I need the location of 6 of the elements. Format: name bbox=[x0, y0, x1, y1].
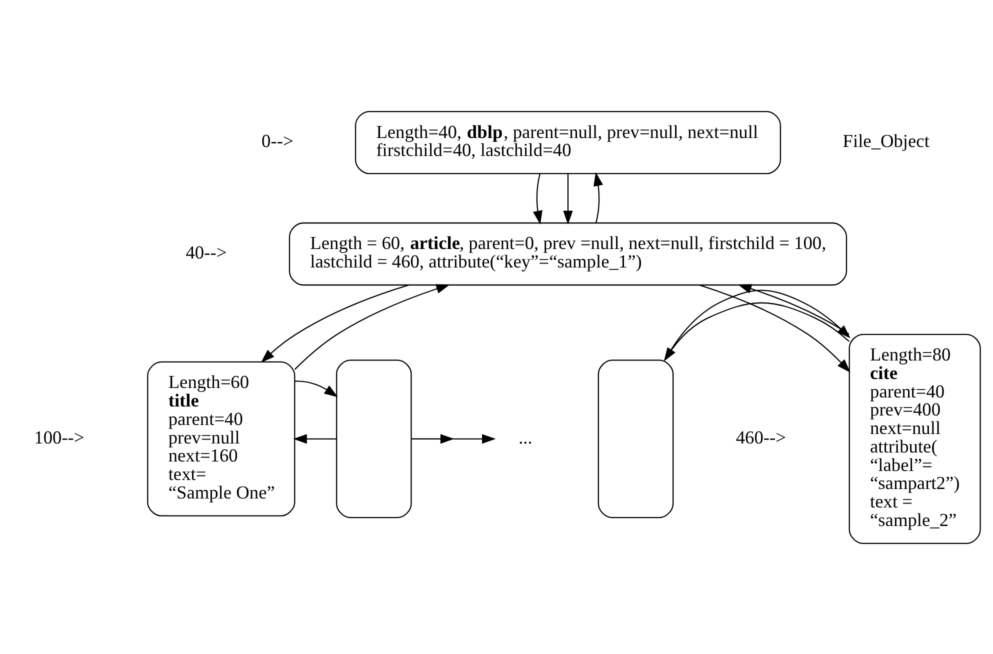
node-text: ... bbox=[518, 426, 532, 447]
label: 100--> bbox=[34, 426, 84, 447]
label: File_Object bbox=[842, 130, 930, 150]
label: 40--> bbox=[186, 242, 227, 262]
label: 460--> bbox=[736, 426, 786, 447]
label: 0--> bbox=[262, 130, 294, 150]
